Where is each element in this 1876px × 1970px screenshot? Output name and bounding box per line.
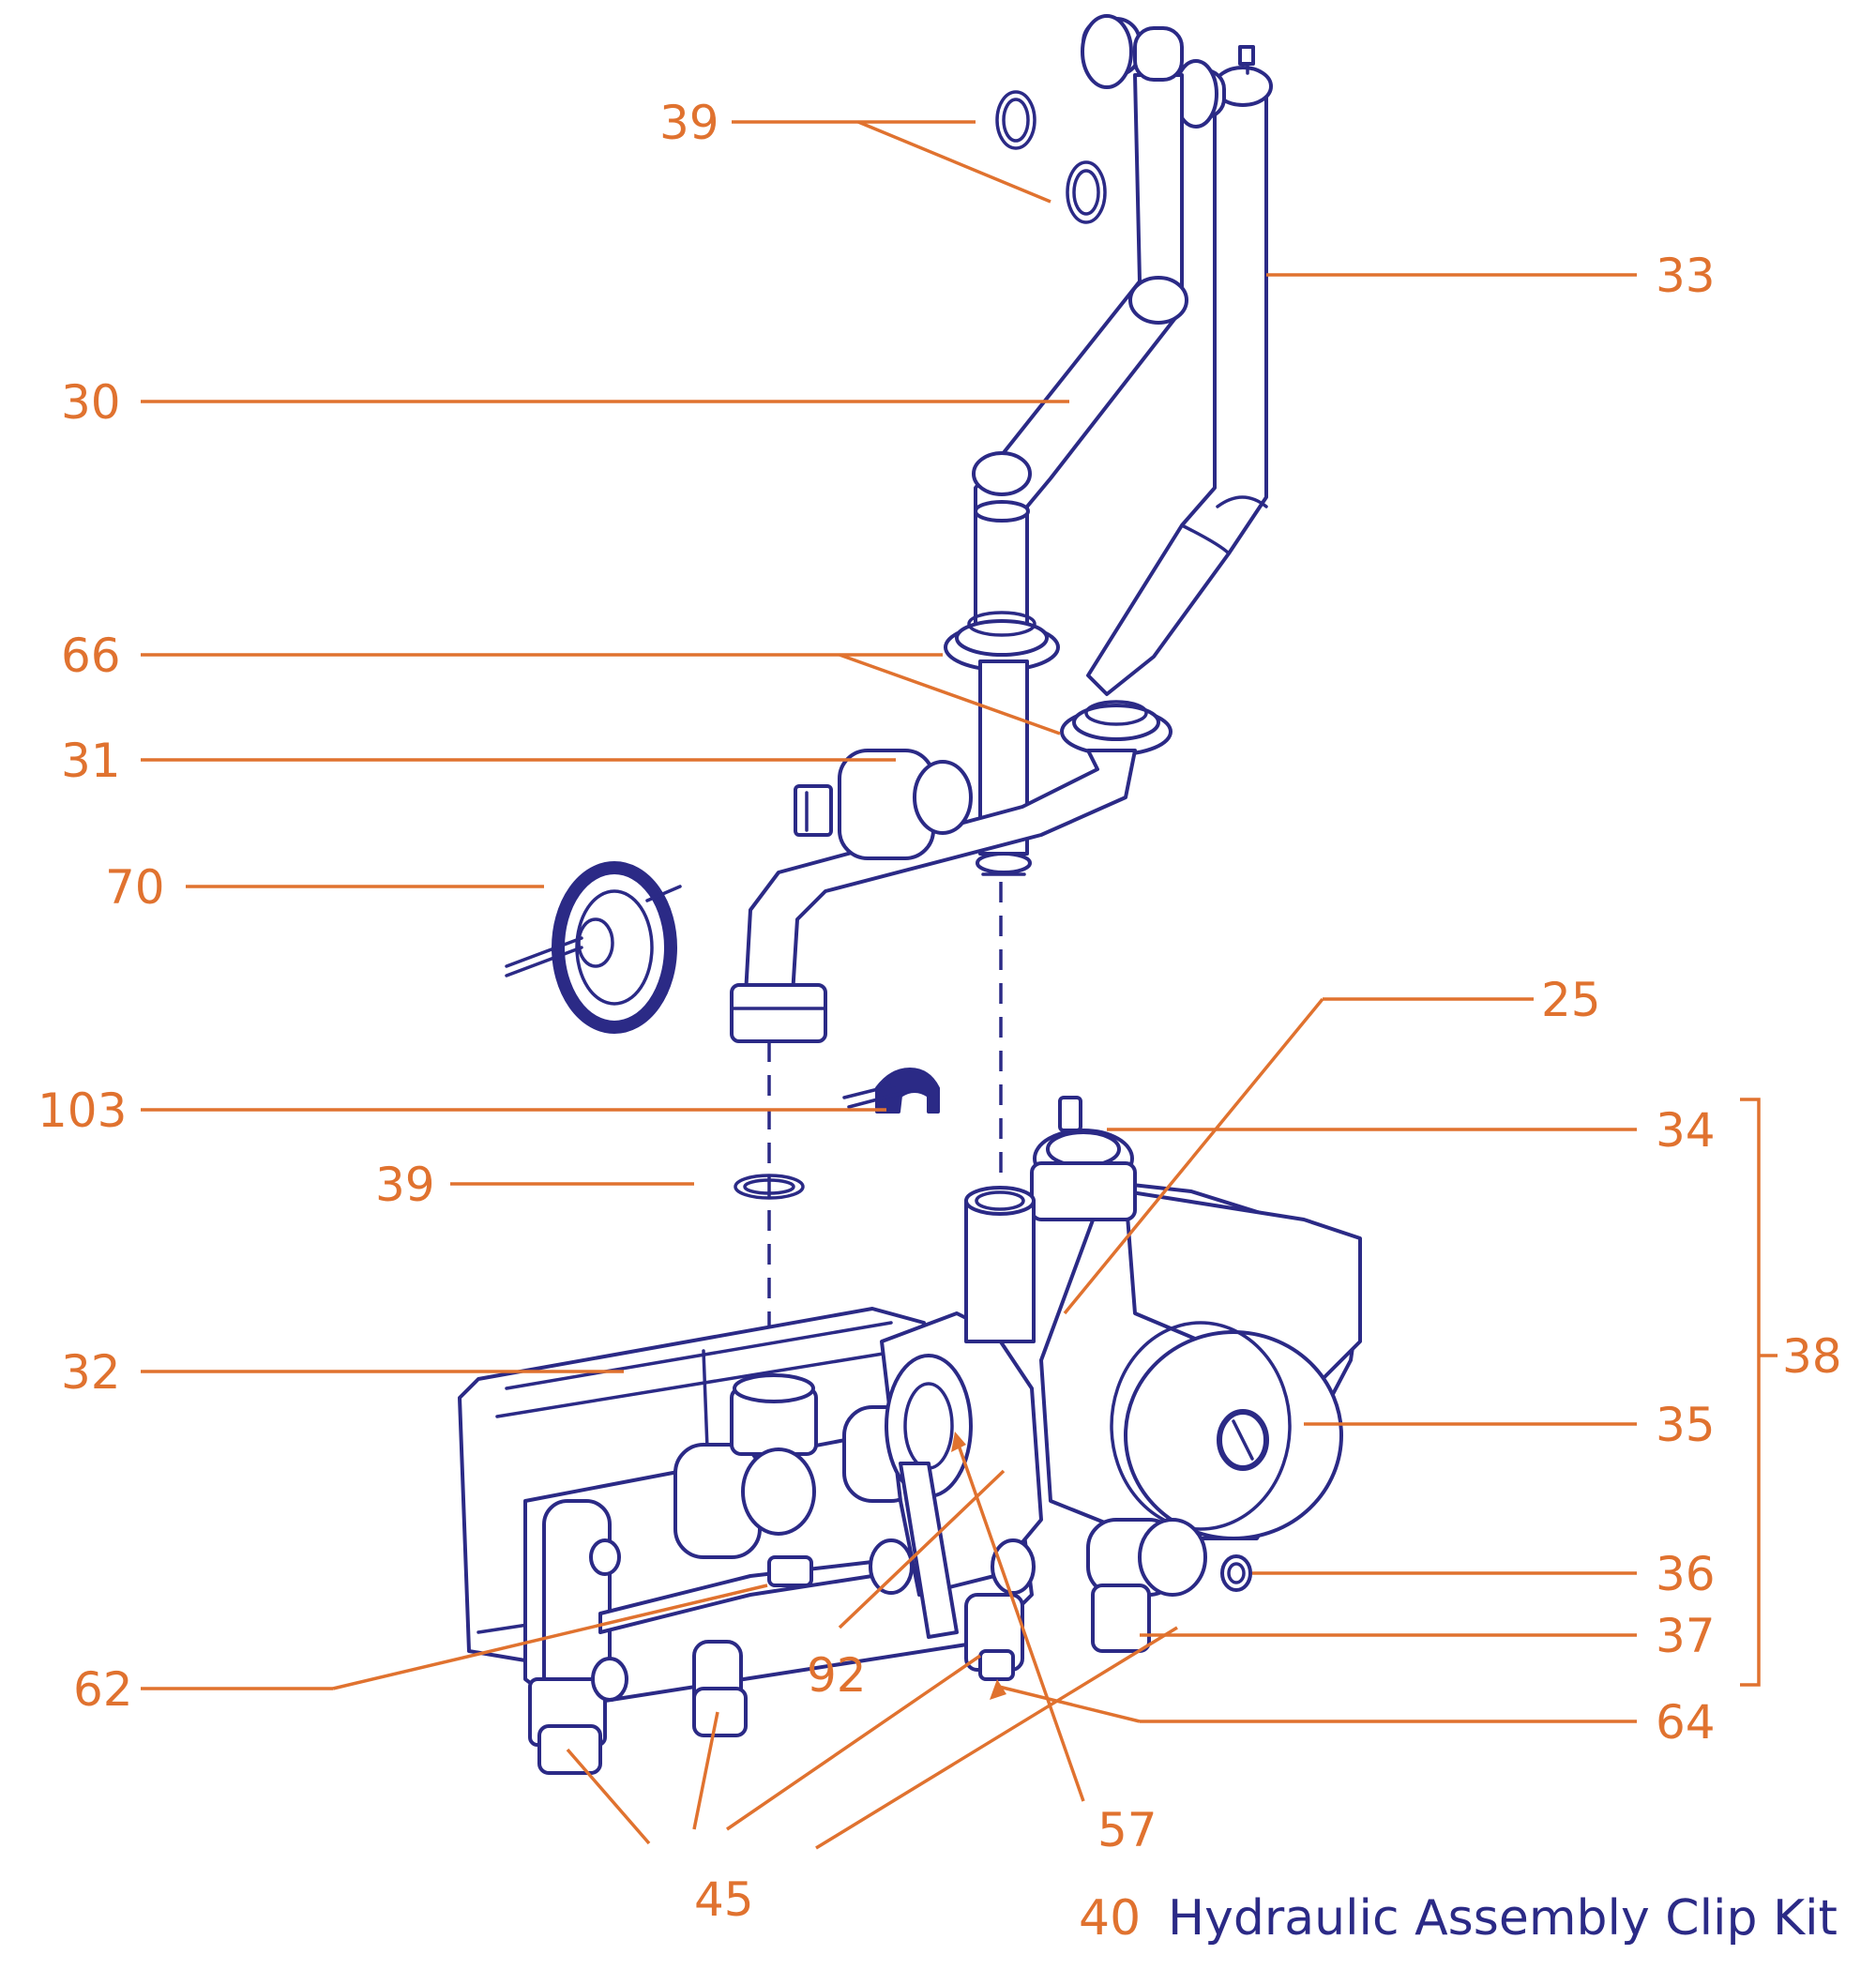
bent-outlet-pipe [730, 749, 1137, 1043]
label-39-mid: 39 [375, 1158, 435, 1212]
label-92: 92 [807, 1648, 867, 1703]
label-62: 62 [73, 1662, 133, 1717]
label-38: 38 [1782, 1329, 1842, 1384]
clip-103 [842, 1068, 940, 1114]
label-25: 25 [1541, 973, 1601, 1027]
footer-title: Hydraulic Assembly Clip Kit [1168, 1890, 1838, 1947]
flange-66 [944, 611, 1172, 756]
label-35: 35 [1656, 1398, 1716, 1452]
flow-restrictor-70 [505, 861, 682, 1034]
label-33: 33 [1656, 249, 1716, 303]
label-66: 66 [61, 629, 121, 683]
valve-92 [869, 1538, 1036, 1595]
footer-clip-kit: 40 Hydraulic Assembly Clip Kit [1079, 1890, 1838, 1947]
o-ring-39-top [995, 90, 1107, 224]
leader-lines [141, 120, 1778, 1850]
pipe-stub-25 [964, 1186, 1036, 1343]
pump-35 [1039, 1180, 1362, 1540]
outlet-connectors-45 [528, 1538, 1024, 1775]
label-45: 45 [694, 1872, 754, 1927]
label-37: 37 [1656, 1609, 1716, 1663]
label-39-top: 39 [659, 96, 719, 150]
label-64: 64 [1656, 1695, 1716, 1750]
filling-pipe-62 [598, 1555, 874, 1634]
alignment-lines [767, 882, 1003, 1351]
label-30: 30 [61, 375, 121, 430]
part-labels: 39 33 30 66 31 70 25 103 34 39 38 32 35 … [38, 96, 1842, 1927]
label-103: 103 [38, 1084, 127, 1138]
sensor-31 [794, 749, 973, 860]
return-connection-37 [1086, 1518, 1252, 1653]
parts-drawing [458, 14, 1362, 1775]
label-34: 34 [1656, 1103, 1716, 1158]
label-31: 31 [61, 734, 121, 788]
auto-air-vent-34 [1030, 1096, 1137, 1221]
label-70: 70 [105, 860, 165, 915]
label-57: 57 [1097, 1803, 1157, 1857]
label-32: 32 [61, 1345, 121, 1400]
label-36: 36 [1656, 1547, 1716, 1601]
footer-number: 40 [1079, 1890, 1141, 1947]
